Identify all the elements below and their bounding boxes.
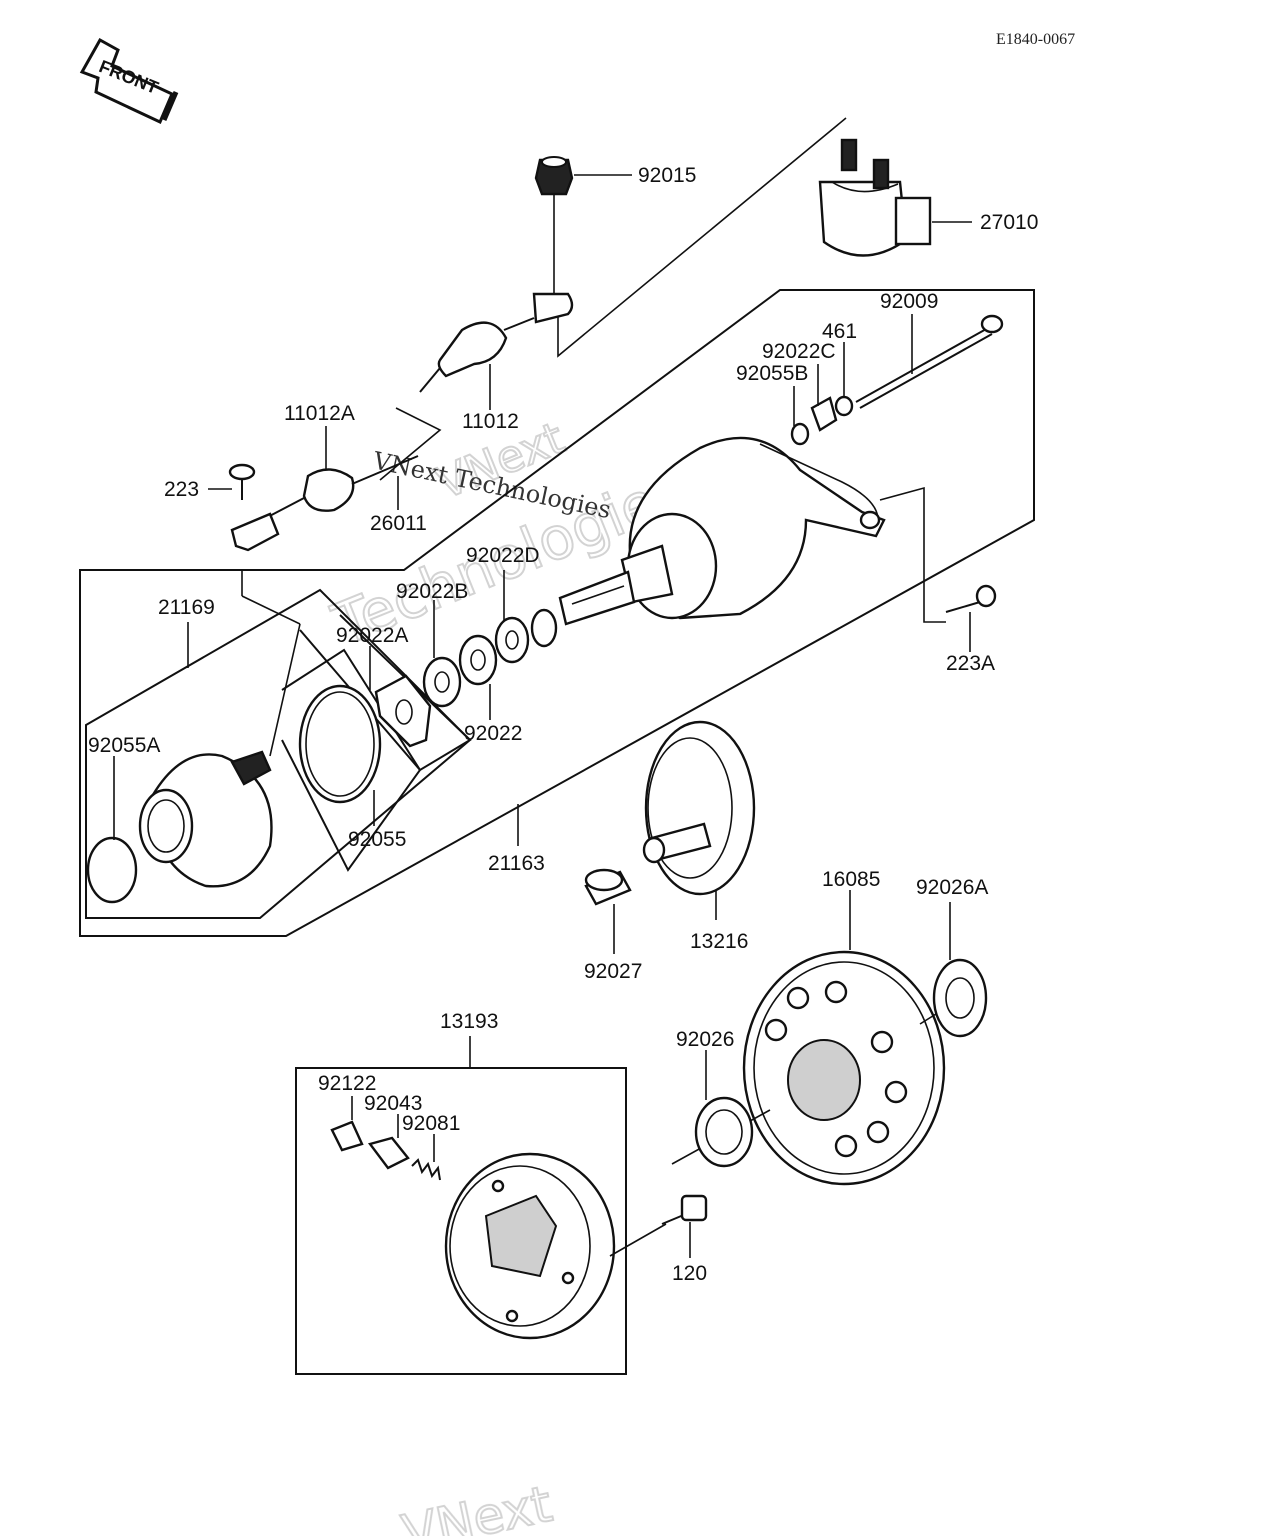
callout-21163: 21163 [488, 852, 545, 875]
starter-assembly-frame [79, 289, 1035, 937]
callout-26011: 26011 [370, 512, 427, 535]
bolt-120 [661, 1194, 708, 1225]
callout-461: 461 [822, 320, 857, 343]
wire-lead-11012A [230, 455, 419, 552]
callout-11012: 11012 [462, 410, 519, 433]
screw-223A [945, 584, 997, 613]
screw-223 [228, 463, 256, 500]
callout-92009: 92009 [880, 290, 938, 313]
pin-92043 [367, 1136, 410, 1170]
callout-13216: 13216 [690, 930, 748, 953]
callout-27010: 27010 [980, 211, 1038, 234]
callout-92015: 92015 [638, 164, 696, 187]
end-cover-frame [85, 588, 472, 919]
callout-92122: 92122 [318, 1072, 376, 1095]
oring-92055B [790, 422, 810, 446]
washer-92026A [932, 958, 988, 1038]
callout-92022: 92022 [464, 722, 522, 745]
brush-plate-92022A [374, 674, 432, 748]
washer-92022D [494, 616, 530, 664]
oring-92055 [298, 684, 382, 804]
watermark-line-3: VNext [397, 1475, 556, 1536]
callout-92055B: 92055B [736, 362, 808, 385]
roller-92122 [330, 1120, 364, 1152]
starter-motor-body [558, 436, 886, 626]
cable-boot-11012 [419, 292, 574, 393]
washer-92026 [694, 1096, 754, 1168]
callout-120: 120 [672, 1262, 707, 1285]
callout-92027: 92027 [584, 960, 642, 983]
callout-223A: 223A [946, 652, 995, 675]
callout-13193: 13193 [440, 1010, 498, 1033]
starter-clutch-frame [295, 1067, 627, 1375]
terminal-cap-92015 [534, 156, 574, 196]
callout-16085: 16085 [822, 868, 880, 891]
callout-11012A: 11012A [284, 402, 355, 425]
callout-92022A: 92022A [336, 624, 408, 647]
starter-gear-16085 [742, 950, 946, 1186]
oring-frame [281, 648, 422, 872]
callout-92055: 92055 [348, 828, 406, 851]
washer-92022B [422, 656, 462, 708]
callout-92081: 92081 [402, 1112, 460, 1135]
oring-92055A [86, 836, 138, 904]
spring-92081 [411, 1158, 441, 1181]
circlip [530, 608, 558, 648]
callout-92043: 92043 [364, 1092, 422, 1115]
callout-92022B: 92022B [396, 580, 468, 603]
washer-92022 [458, 634, 498, 686]
callout-223: 223 [164, 478, 199, 501]
bushing-92027 [584, 868, 632, 906]
spring-washer-461 [834, 395, 854, 417]
callout-92026A: 92026A [916, 876, 988, 899]
front-arrow-icon: FRONT [79, 37, 179, 125]
document-code: E1840-0067 [996, 31, 1075, 48]
callout-21169: 21169 [158, 596, 215, 619]
callout-92055A: 92055A [88, 734, 160, 757]
through-bolt-92009 [855, 314, 1004, 409]
callout-92022C: 92022C [762, 340, 836, 363]
starter-relay-27010 [818, 138, 932, 257]
end-cover-21169 [138, 750, 273, 888]
plate-washer-92022C [810, 396, 838, 432]
starter-clutch-13193 [444, 1152, 616, 1340]
idle-gear-13216 [642, 720, 756, 896]
callout-92026: 92026 [676, 1028, 734, 1051]
callout-92022D: 92022D [466, 544, 540, 567]
